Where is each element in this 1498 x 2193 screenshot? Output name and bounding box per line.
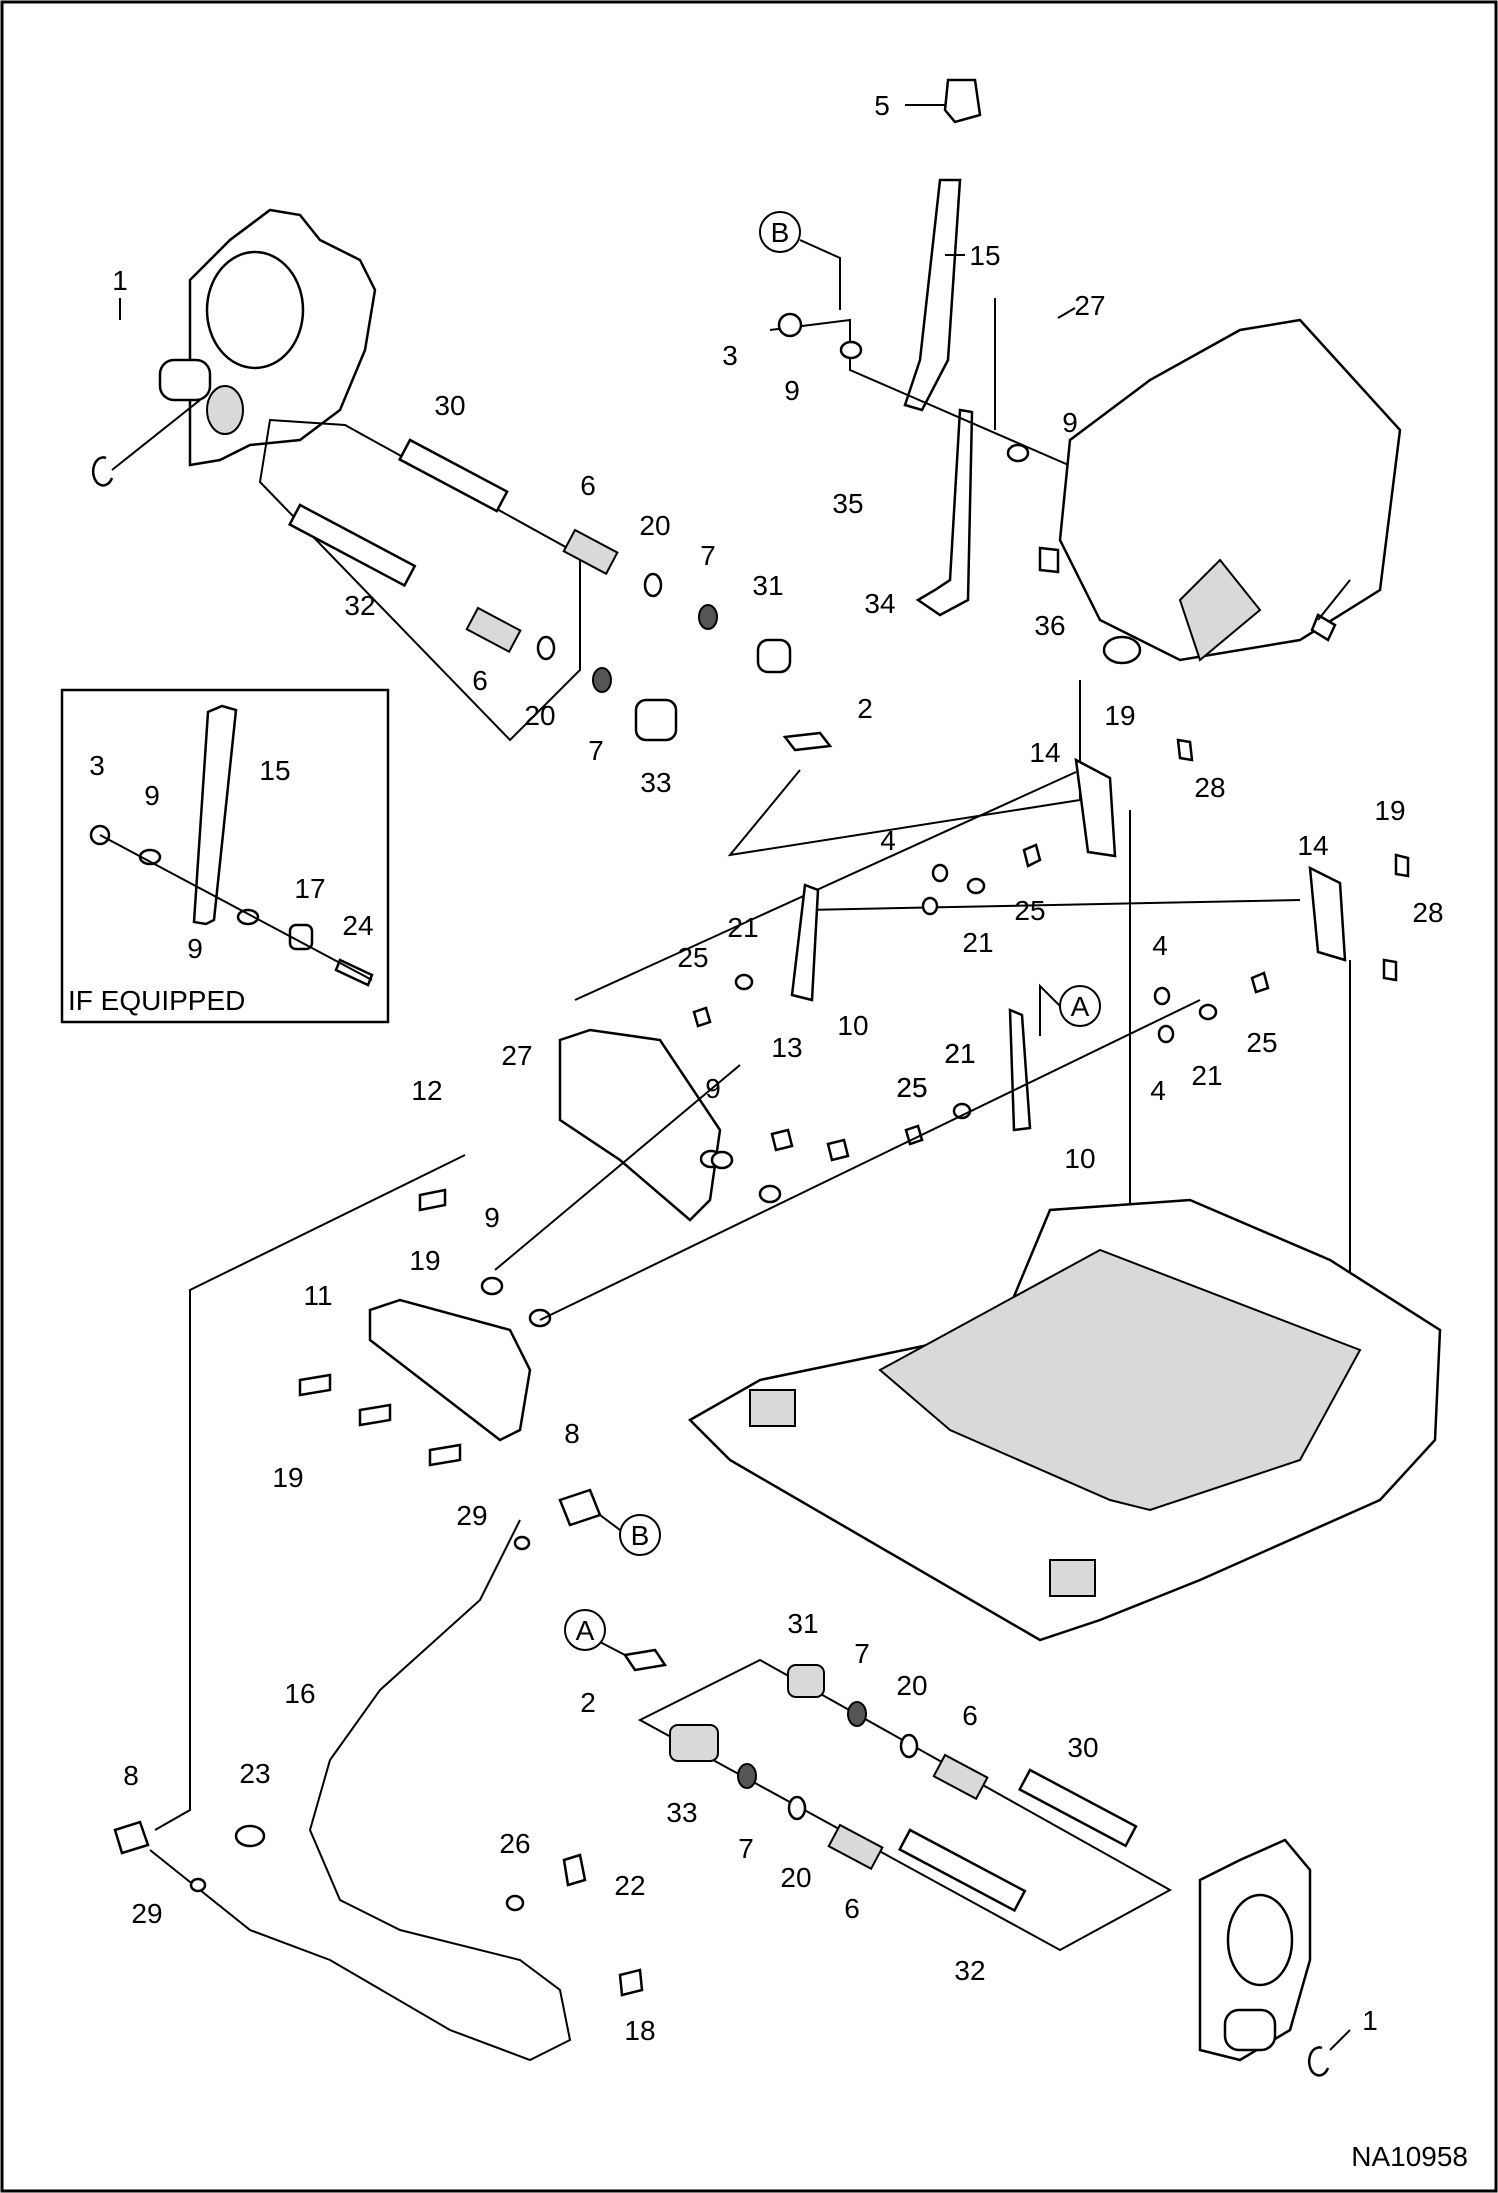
callout-9: 9 (187, 933, 203, 964)
callout-9: 9 (1062, 407, 1078, 438)
callout-25: 25 (677, 942, 708, 973)
callout-10: 10 (1064, 1143, 1095, 1174)
svg-text:A: A (576, 1615, 595, 1646)
callout-25: 25 (896, 1072, 927, 1103)
callout-6: 6 (962, 1700, 978, 1731)
callout-21: 21 (727, 912, 758, 943)
callout-30: 30 (434, 390, 465, 421)
callout-17: 17 (294, 873, 325, 904)
callout-8: 8 (564, 1418, 580, 1449)
svg-text:A: A (1071, 991, 1090, 1022)
callout-21: 21 (962, 927, 993, 958)
callout-26: 26 (499, 1828, 530, 1859)
callout-21: 21 (944, 1038, 975, 1069)
floor-plate (687, 1198, 1442, 1642)
callout-27: 27 (1074, 290, 1105, 321)
callout-31: 31 (752, 570, 783, 601)
svg-text:B: B (631, 1520, 650, 1551)
ref-circle-a-bottom: A (564, 1609, 626, 1656)
callout-27: 27 (501, 1040, 532, 1071)
callout-36: 36 (1034, 610, 1065, 641)
callout-32: 32 (344, 590, 375, 621)
callout-7: 7 (738, 1833, 754, 1864)
callout-16: 16 (284, 1678, 315, 1709)
callout-2: 2 (580, 1687, 596, 1718)
callout-labels: 1 5 15 27 3 9 9 30 6 20 7 31 32 6 20 7 3… (89, 90, 1443, 2046)
callout-15: 15 (969, 240, 1000, 271)
callout-31: 31 (787, 1608, 818, 1639)
control-cable (113, 1488, 644, 2062)
callout-19: 19 (409, 1245, 440, 1276)
callout-20: 20 (639, 510, 670, 541)
mid-linkage (154, 680, 1410, 1831)
callout-24: 24 (342, 910, 373, 941)
upper-lever-assembly (769, 78, 1402, 665)
inset-label: IF EQUIPPED (68, 985, 245, 1016)
callout-34: 34 (864, 588, 895, 619)
callout-21: 21 (944, 1038, 975, 1069)
callout-7: 7 (854, 1638, 870, 1669)
callout-22: 22 (614, 1870, 645, 1901)
callout-18: 18 (624, 2015, 655, 2046)
callout-20: 20 (524, 700, 555, 731)
callout-4: 4 (1152, 930, 1168, 961)
ref-circle-b-cable: B (599, 1514, 661, 1556)
left-housing-top (91, 208, 377, 487)
callout-1: 1 (1362, 2005, 1378, 2036)
inset-if-equipped: IF EQUIPPED (60, 688, 390, 1024)
callout-25: 25 (896, 1072, 927, 1103)
callout-9: 9 (784, 375, 800, 406)
upper-pin-assembly (258, 418, 833, 752)
callout-20: 20 (780, 1862, 811, 1893)
callout-28: 28 (1194, 772, 1225, 803)
callout-12: 12 (411, 1075, 442, 1106)
callout-3: 3 (722, 340, 738, 371)
callout-19: 19 (1374, 795, 1405, 826)
callout-9: 9 (705, 1073, 721, 1104)
callout-5: 5 (874, 90, 890, 121)
ref-circle-b-top: B (759, 211, 841, 310)
callout-28: 28 (1412, 897, 1443, 928)
callout-29: 29 (456, 1500, 487, 1531)
callout-8: 8 (123, 1760, 139, 1791)
callout-6: 6 (580, 470, 596, 501)
callout-20: 20 (896, 1670, 927, 1701)
callout-4: 4 (880, 825, 896, 856)
callout-15: 15 (259, 755, 290, 786)
callout-3: 3 (89, 750, 105, 781)
callout-19: 19 (272, 1462, 303, 1493)
svg-text:B: B (771, 217, 790, 248)
callout-25: 25 (1014, 895, 1045, 926)
callout-2: 2 (857, 693, 873, 724)
lower-pin-assembly (622, 1648, 1330, 2077)
leader-lines (119, 104, 1351, 2051)
callout-23: 23 (239, 1758, 270, 1789)
drawing-number: NA10958 (1351, 2141, 1468, 2172)
callout-6: 6 (844, 1893, 860, 1924)
callout-9: 9 (144, 780, 160, 811)
callout-30: 30 (1067, 1732, 1098, 1763)
callout-13: 13 (771, 1032, 802, 1063)
callout-29: 29 (131, 1898, 162, 1929)
callout-9: 9 (484, 1202, 500, 1233)
callout-10: 10 (837, 1010, 868, 1041)
callout-4: 4 (1150, 1075, 1166, 1106)
callout-21: 21 (1191, 1060, 1222, 1091)
callout-35: 35 (832, 488, 863, 519)
callout-25: 25 (1246, 1027, 1277, 1058)
callout-14: 14 (1029, 737, 1060, 768)
callout-11: 11 (303, 1280, 332, 1311)
ref-circle-a-mid: A (1039, 983, 1101, 1036)
callout-32: 32 (954, 1955, 985, 1986)
callout-1: 1 (112, 265, 128, 296)
callout-33: 33 (666, 1797, 697, 1828)
callout-7: 7 (700, 540, 716, 571)
callout-7: 7 (588, 735, 604, 766)
callout-14: 14 (1297, 830, 1328, 861)
callout-19: 19 (1104, 700, 1135, 731)
callout-33: 33 (640, 767, 671, 798)
callout-6: 6 (472, 665, 488, 696)
